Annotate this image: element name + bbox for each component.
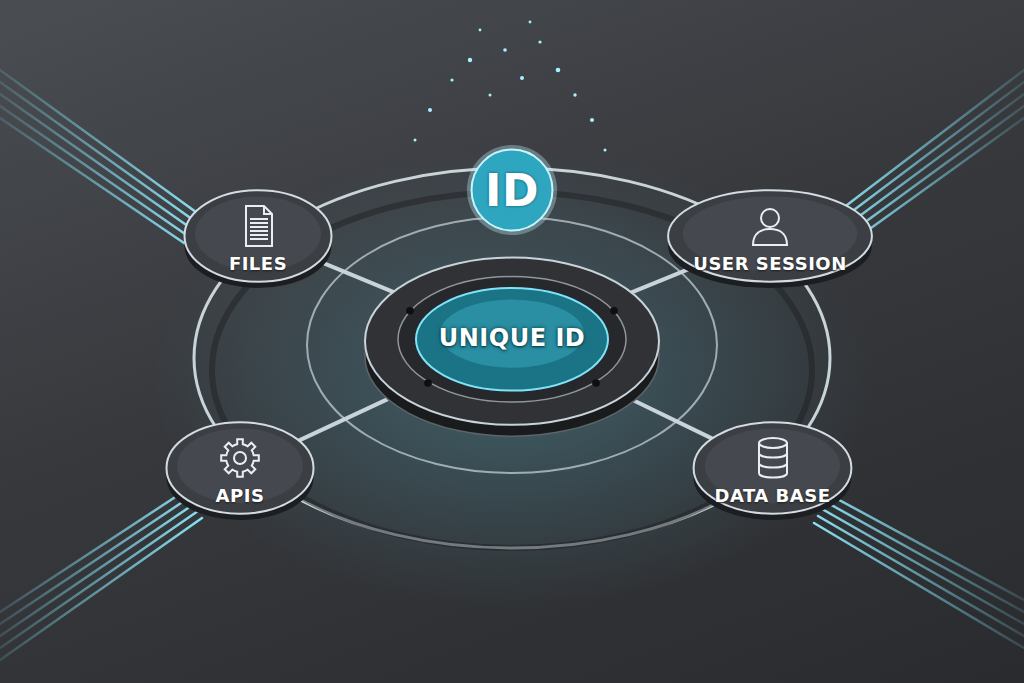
- connector-stroke: [298, 394, 399, 441]
- gear-icon: [217, 435, 263, 481]
- user-icon: [747, 203, 793, 249]
- node-shape: [692, 418, 853, 522]
- node-label: DATA BASE: [715, 485, 831, 506]
- particle: [479, 29, 482, 32]
- icon-stroke: [250, 238, 268, 240]
- icon-stroke: [759, 463, 787, 468]
- icon-stroke: [761, 209, 779, 227]
- beam-top-left: [0, 70, 200, 243]
- inner-ring: [307, 217, 717, 473]
- light-beams: [0, 70, 1024, 660]
- particle: [489, 94, 492, 97]
- rivet: [424, 379, 432, 387]
- rivet: [406, 307, 414, 315]
- icon-stroke: [234, 452, 246, 464]
- user-session-node: USER SESSION: [666, 186, 874, 290]
- icon-stroke: [250, 230, 268, 232]
- icon-stroke: [250, 234, 268, 236]
- icon-stroke: [221, 439, 259, 477]
- badge-circle: [472, 150, 553, 231]
- disc-top: [185, 190, 332, 282]
- beam-bottom-left: [0, 490, 202, 660]
- platform-glow: [416, 288, 608, 391]
- node-shape: [666, 186, 874, 290]
- particle: [590, 118, 594, 122]
- connector-line: [298, 394, 399, 441]
- icon-stroke: [759, 443, 787, 478]
- icon-stroke: [264, 206, 272, 214]
- node-label: FILES: [229, 253, 287, 274]
- rivet: [610, 307, 618, 315]
- particle: [428, 108, 432, 112]
- node-shape: [165, 418, 315, 522]
- apis-node: APIS: [165, 418, 315, 522]
- floor-glow: [152, 150, 872, 610]
- badge-label: ID: [485, 165, 539, 216]
- platform-rim: [365, 258, 659, 425]
- icon-stroke: [759, 453, 787, 458]
- particle: [450, 78, 453, 81]
- connector-line: [623, 395, 713, 439]
- particle: [573, 93, 576, 96]
- disc-top: [167, 422, 314, 514]
- icon-stroke: [250, 222, 268, 224]
- icon-stroke: [250, 226, 268, 228]
- particles: [414, 21, 607, 152]
- connector-line: [318, 261, 394, 292]
- db-icon: [750, 435, 796, 481]
- particle: [604, 149, 607, 152]
- connector-stroke: [623, 395, 713, 439]
- rivet: [592, 379, 600, 387]
- disc-top: [668, 190, 872, 282]
- unique-id-hub: UNIQUE ID: [362, 250, 662, 440]
- icon-stroke: [759, 438, 787, 448]
- particle: [503, 48, 507, 52]
- platform-ring: [398, 277, 626, 402]
- database-node: DATA BASE: [692, 418, 853, 522]
- beam-bottom-right: [814, 495, 1024, 648]
- icon-stroke: [246, 206, 272, 246]
- particle: [468, 58, 472, 62]
- disc-top: [694, 422, 852, 514]
- file-icon: [235, 203, 281, 249]
- badge-halo: [467, 145, 557, 235]
- icon-stroke: [753, 229, 787, 245]
- node-label: USER SESSION: [693, 253, 846, 274]
- icon-stroke: [250, 218, 268, 220]
- connector-stroke: [318, 261, 394, 292]
- hub-label: UNIQUE ID: [439, 324, 586, 352]
- node-label: APIS: [216, 485, 265, 506]
- particle: [556, 68, 561, 73]
- particle: [520, 76, 524, 80]
- particle: [529, 21, 532, 24]
- id-badge: ID: [466, 144, 558, 236]
- particle: [414, 139, 417, 142]
- files-node: FILES: [183, 186, 333, 290]
- particle: [538, 40, 541, 43]
